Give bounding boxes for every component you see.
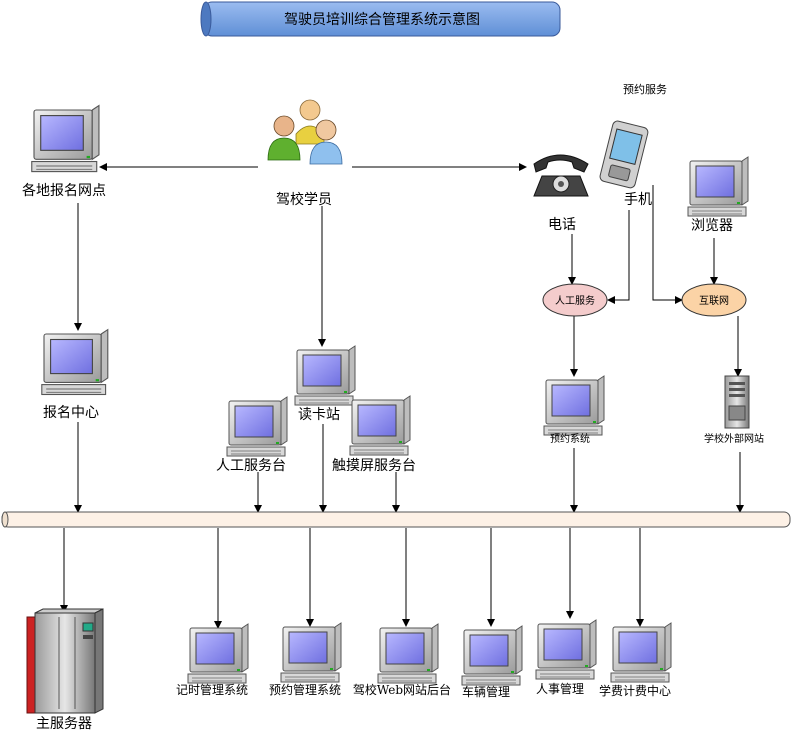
- booking-mgmt-computer-icon: [280, 622, 342, 683]
- touch-desk-computer-icon: [349, 395, 411, 456]
- main-server-label: 主服务器: [36, 716, 92, 732]
- diagram-title: 驾驶员培训综合管理系统示意图: [284, 11, 480, 28]
- booking-system-computer-icon: [543, 375, 605, 436]
- web-server-icon: [724, 375, 750, 429]
- mobile-phone-icon: [599, 120, 649, 189]
- booking-service-label: 预约服务: [623, 83, 667, 96]
- browser-computer-icon: [687, 156, 749, 217]
- vehicle-mgmt-label: 车辆管理: [462, 684, 510, 699]
- connectors: [60, 163, 744, 629]
- reg-center-computer-icon: [41, 329, 109, 396]
- booking-system-label: 预约系统: [550, 432, 590, 445]
- internet-label: 互联网: [699, 295, 729, 307]
- touch-desk-label: 触摸屏服务台: [332, 458, 416, 474]
- title-banner: 驾驶员培训综合管理系统示意图: [200, 1, 561, 37]
- timing-system-label: 记时管理系统: [176, 682, 248, 697]
- phone-label: 电话: [548, 217, 576, 233]
- telephone-icon: [533, 154, 589, 197]
- booking-mgmt-label: 预约管理系统: [269, 682, 341, 697]
- students-label: 驾校学员: [276, 191, 332, 208]
- timing-system-computer-icon: [187, 623, 249, 684]
- reg-points-computer-icon: [31, 104, 100, 173]
- main-server-icon: [26, 608, 104, 714]
- card-station-label: 读卡站: [298, 406, 340, 423]
- web-backend-computer-icon: [377, 623, 439, 684]
- reg-center-label: 报名中心: [43, 405, 99, 421]
- manual-service-label: 人工服务: [555, 294, 595, 307]
- browser-label: 浏览器: [691, 218, 733, 234]
- internet-node: 互联网: [681, 283, 747, 317]
- web-backend-label: 驾校Web网站后台: [353, 682, 451, 697]
- students-icon: [267, 99, 343, 165]
- hr-mgmt-computer-icon: [535, 619, 597, 680]
- reg-points-label: 各地报名网点: [22, 183, 106, 199]
- external-site-label: 学校外部网站: [704, 432, 764, 445]
- fee-center-label: 学费计费中心: [599, 683, 671, 698]
- network-bus: [1, 511, 791, 528]
- manual-desk-label: 人工服务台: [216, 458, 286, 474]
- manual-desk-computer-icon: [226, 396, 288, 457]
- mobile-label: 手机: [624, 192, 652, 208]
- vehicle-mgmt-computer-icon: [461, 625, 523, 686]
- manual-service-node: 人工服务: [542, 283, 608, 317]
- hr-mgmt-label: 人事管理: [536, 681, 584, 696]
- card-station-computer-icon: [294, 345, 356, 406]
- fee-center-computer-icon: [610, 622, 672, 683]
